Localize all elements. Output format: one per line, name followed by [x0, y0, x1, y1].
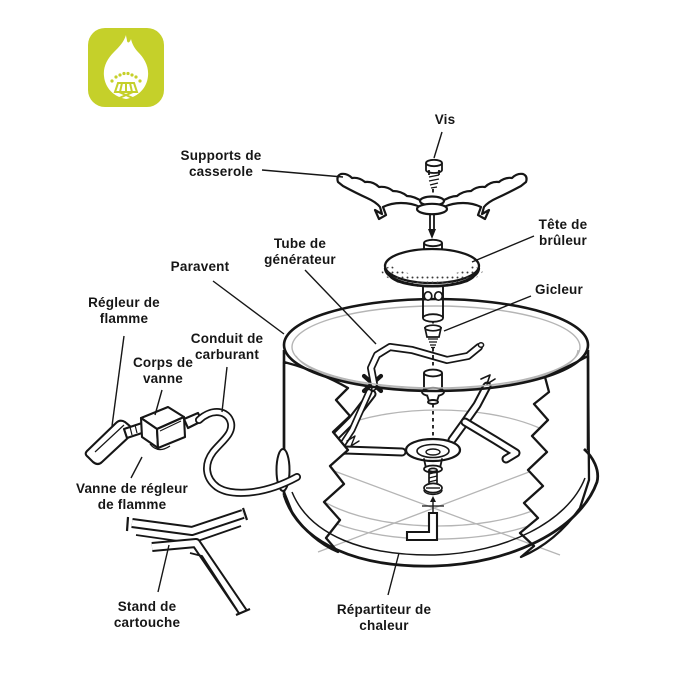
label-tube-de-generateur: Tube de générateur — [264, 235, 336, 267]
label-corps-de-vanne: Corps de vanne — [132, 354, 194, 386]
flame-stove-icon — [88, 28, 164, 107]
leader-supports — [261, 169, 344, 178]
label-stand-de-cartouche: Stand de cartouche — [113, 598, 181, 630]
leader-corps — [154, 389, 163, 416]
label-conduit-de-carburant: Conduit de carburant — [190, 330, 264, 362]
torn-flap-left — [282, 360, 352, 554]
cartridge-stand-drawing — [125, 507, 251, 617]
label-supports-de-casserole: Supports de casserole — [180, 147, 262, 179]
leader-tete — [471, 235, 535, 263]
torn-flap-right — [518, 354, 591, 559]
leader-stand — [157, 544, 170, 593]
leader-tube — [304, 269, 377, 345]
pot-supports-drawing — [336, 172, 528, 239]
leader-gicleur — [443, 295, 532, 332]
label-regleur-de-flamme: Régleur de flamme — [88, 294, 160, 326]
leader-vis — [433, 131, 443, 159]
base-screw-drawing — [422, 467, 444, 512]
leader-vanne — [130, 456, 143, 479]
leader-repartiteur — [387, 552, 400, 596]
flame-regulator-handle — [84, 419, 135, 466]
leader-conduit — [221, 366, 228, 413]
burner-head-drawing — [380, 238, 484, 323]
windscreen-torn-flaps — [282, 354, 591, 559]
brand-logo — [88, 28, 164, 107]
valve-assembly-drawing — [84, 405, 204, 466]
label-repartiteur-de-chaleur: Répartiteur de chaleur — [336, 601, 432, 633]
label-vis: Vis — [434, 111, 456, 127]
hex-key-drawing — [405, 511, 439, 542]
jet-gicleur-drawing — [423, 324, 443, 349]
label-tete-de-bruleur: Tête de brûleur — [538, 216, 588, 248]
leader-paravent — [212, 280, 285, 335]
label-gicleur: Gicleur — [535, 281, 583, 297]
fuel-line-exterior — [195, 408, 301, 497]
label-vanne-de-regleur-de-flamme: Vanne de régleur de flamme — [76, 480, 188, 512]
leader-lines — [111, 131, 535, 596]
screw-vis-drawing — [425, 158, 443, 189]
venturi-cylinder-drawing — [421, 368, 445, 405]
generator-tube-drawing — [367, 342, 485, 388]
label-paravent: Paravent — [170, 258, 230, 274]
leader-regleur — [111, 335, 125, 427]
